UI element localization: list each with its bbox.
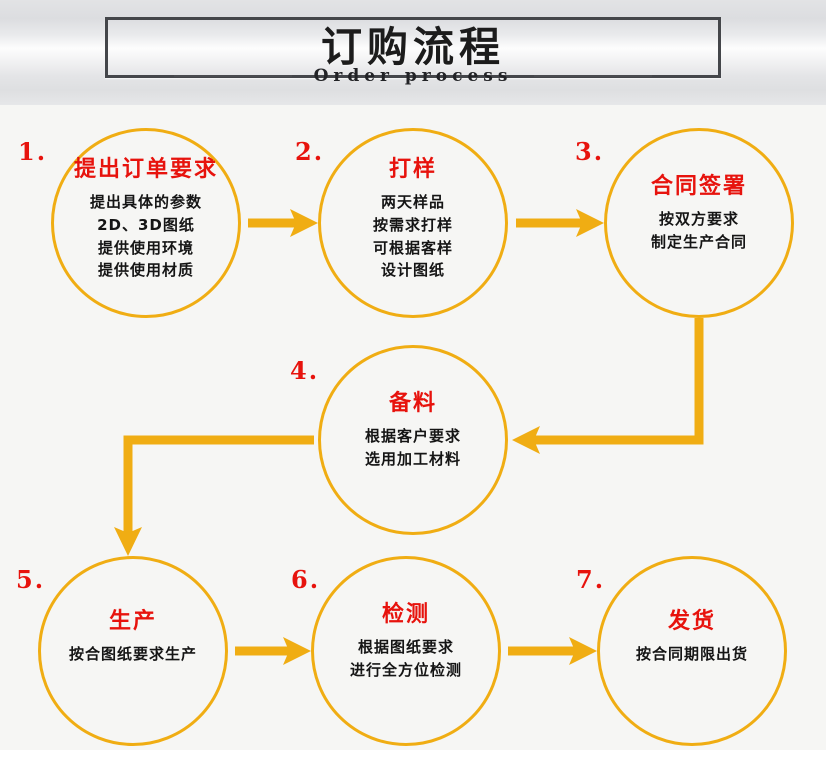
subtitle-row: Order process <box>0 66 826 86</box>
flow-node-1-line-4: 提供使用材质 <box>97 261 194 280</box>
flow-node-1-line-2: 2D、3D图纸 <box>97 215 195 234</box>
flow-node-4-details: 根据客户要求 选用加工材料 <box>365 425 461 471</box>
flow-node-7[interactable]: 发货 按合同期限出货 <box>597 556 787 746</box>
flow-node-4-line-2: 选用加工材料 <box>364 449 461 468</box>
flow-node-7-details: 按合同期限出货 <box>636 643 748 666</box>
flow-node-1-line-3: 提供使用环境 <box>97 238 194 257</box>
flow-node-1-title: 提出订单要求 <box>73 157 218 182</box>
flow-node-3-line-2: 制定生产合同 <box>650 232 747 251</box>
flow-node-2-line-2: 按需求打样 <box>372 215 453 234</box>
subtitle-rule-left <box>173 75 292 77</box>
step-number-3: 3. <box>575 137 605 166</box>
flow-node-3-details: 按双方要求 制定生产合同 <box>651 208 747 254</box>
flow-node-1-line-1: 提出具体的参数 <box>89 193 202 211</box>
step-number-5: 5. <box>16 565 46 594</box>
flow-node-4[interactable]: 备料 根据客户要求 选用加工材料 <box>318 345 508 535</box>
connector-step5-step6 <box>235 637 311 665</box>
connector-step2-step3 <box>516 209 604 237</box>
subtitle-rule-right <box>534 75 653 77</box>
flow-node-2-line-3: 可根据客样 <box>372 238 453 257</box>
flow-node-6-line-1: 根据图纸要求 <box>357 638 454 656</box>
flow-node-4-title: 备料 <box>388 391 437 416</box>
flow-node-4-line-1: 根据客户要求 <box>364 427 461 445</box>
flow-node-6-title: 检测 <box>381 602 430 627</box>
flow-node-2[interactable]: 打样 两天样品 按需求打样 可根据客样 设计图纸 <box>318 128 508 318</box>
flow-node-6-details: 根据图纸要求 进行全方位检测 <box>350 636 462 682</box>
page-subtitle: Order process <box>313 66 513 86</box>
flow-node-2-line-4: 设计图纸 <box>380 261 445 280</box>
connector-step4-step5 <box>114 435 314 556</box>
flow-node-5-line-1: 按合图纸要求生产 <box>68 645 197 663</box>
flow-node-7-line-1: 按合同期限出货 <box>635 645 748 663</box>
step-number-2: 2. <box>295 137 325 166</box>
step-number-7: 7. <box>576 565 606 594</box>
bottom-white-strip <box>0 750 826 767</box>
connector-step1-step2 <box>248 209 318 237</box>
step-number-6: 6. <box>291 565 321 594</box>
flow-node-5-title: 生产 <box>108 609 157 634</box>
step-number-1: 1. <box>18 137 48 166</box>
flow-node-7-title: 发货 <box>667 609 716 634</box>
step-number-4: 4. <box>290 356 320 385</box>
flow-node-1[interactable]: 提出订单要求 提出具体的参数 2D、3D图纸 提供使用环境 提供使用材质 <box>51 128 241 318</box>
header-frame-border <box>105 17 721 78</box>
flow-node-6-line-2: 进行全方位检测 <box>349 660 462 679</box>
flow-diagram: 1. 提出订单要求 提出具体的参数 2D、3D图纸 提供使用环境 提供使用材质 … <box>0 105 826 750</box>
flow-node-1-details: 提出具体的参数 2D、3D图纸 提供使用环境 提供使用材质 <box>90 191 202 282</box>
flow-node-2-details: 两天样品 按需求打样 可根据客样 设计图纸 <box>373 191 453 282</box>
flow-node-5-details: 按合图纸要求生产 <box>69 643 197 666</box>
flow-node-2-title: 打样 <box>388 157 437 182</box>
flow-node-5[interactable]: 生产 按合图纸要求生产 <box>38 556 228 746</box>
connector-step6-step7 <box>508 637 597 665</box>
page-title: 订购流程 <box>321 23 505 71</box>
flow-node-3-title: 合同签署 <box>650 174 747 199</box>
flow-node-3-line-1: 按双方要求 <box>658 210 739 228</box>
flow-node-2-line-1: 两天样品 <box>380 193 445 211</box>
connector-step3-step4 <box>512 318 704 454</box>
flow-node-3[interactable]: 合同签署 按双方要求 制定生产合同 <box>604 128 794 318</box>
flow-node-6[interactable]: 检测 根据图纸要求 进行全方位检测 <box>311 556 501 746</box>
